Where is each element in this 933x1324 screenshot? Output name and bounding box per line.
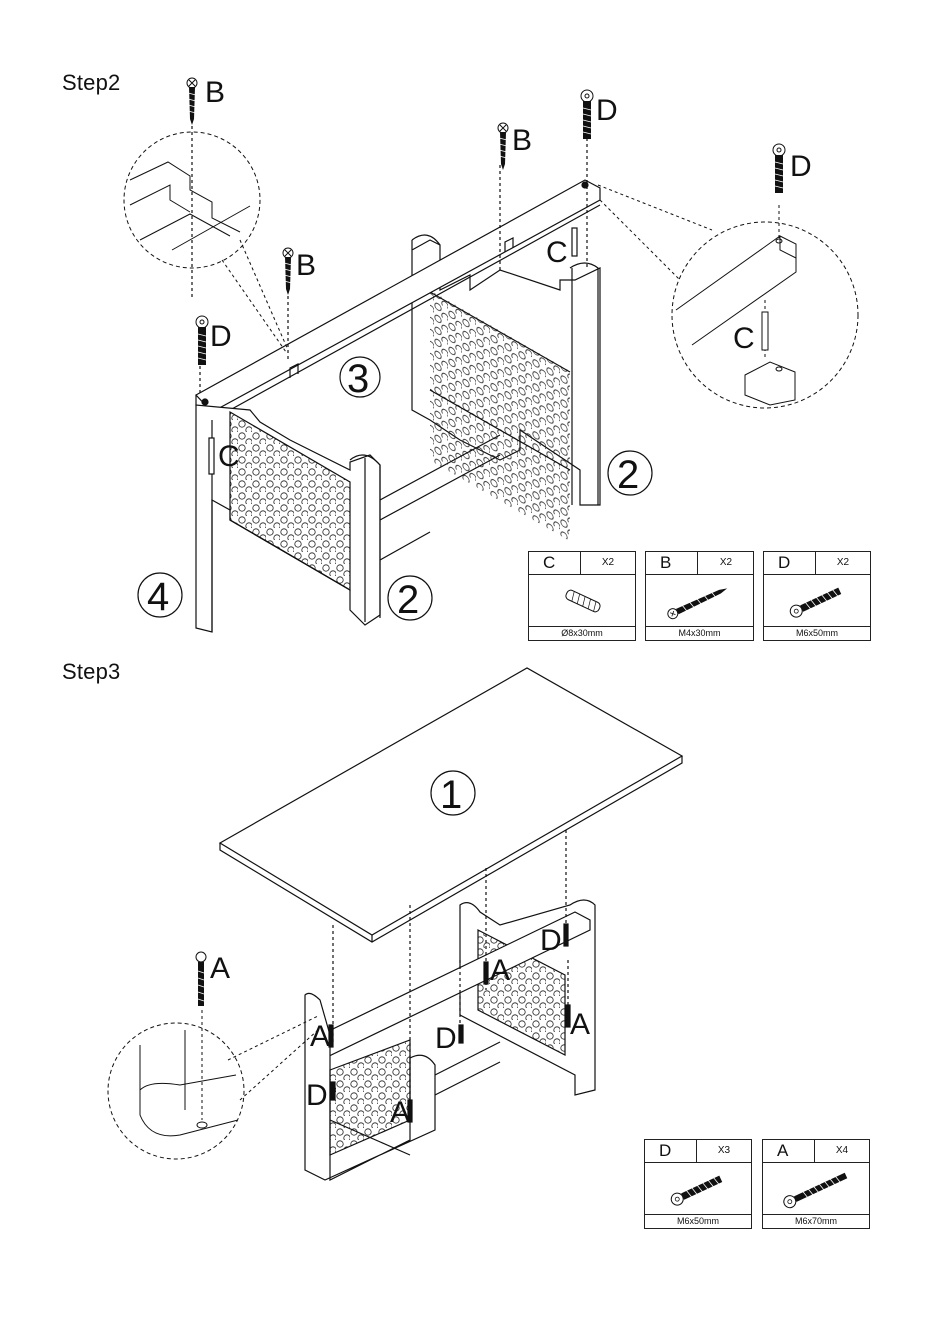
label-a: A — [210, 952, 230, 985]
label-d: D — [210, 320, 232, 353]
hardware-qty: X4 — [815, 1140, 869, 1162]
step2-title: Step2 — [62, 70, 121, 96]
svg-text:1: 1 — [440, 773, 462, 817]
hardware-letter: D — [645, 1140, 697, 1162]
screw-b-icon — [187, 78, 197, 125]
hardware-card-a: A X4 M6x70mm — [762, 1139, 870, 1229]
hardware-card-d: D X3 M6x50mm — [644, 1139, 752, 1229]
part-number-rail: 3 — [340, 357, 380, 401]
part-number-side-left: 2 — [388, 576, 432, 622]
hardware-size: M6x50mm — [764, 626, 870, 640]
bolt-icon — [764, 574, 870, 627]
label-c: C — [733, 322, 755, 355]
hardware-card-d: D X2 M6x50mm — [763, 551, 871, 641]
hardware-letter: C — [529, 552, 581, 574]
bolt-icon — [645, 1162, 751, 1215]
label-c: C — [546, 236, 568, 269]
hardware-size: M4x30mm — [646, 626, 753, 640]
label-b: B — [205, 76, 225, 109]
hardware-size: M6x70mm — [763, 1214, 869, 1228]
label-a: A — [570, 1008, 590, 1041]
wood-screw-icon — [646, 574, 753, 627]
hardware-qty: X2 — [581, 552, 635, 574]
label-b: B — [296, 249, 316, 282]
hardware-letter: A — [763, 1140, 815, 1162]
label-a: A — [390, 1096, 410, 1129]
hardware-qty: X2 — [816, 552, 870, 574]
svg-text:2: 2 — [397, 578, 419, 622]
step3-detail — [108, 1010, 318, 1159]
step2-detail-right — [598, 185, 858, 408]
label-d: D — [540, 924, 562, 957]
svg-text:2: 2 — [617, 453, 639, 497]
screw-a-icon — [196, 952, 206, 1006]
step2-detail-left — [124, 132, 288, 352]
label-a: A — [490, 954, 510, 987]
part-number-leg: 4 — [138, 573, 182, 619]
svg-text:4: 4 — [147, 575, 169, 619]
label-c: C — [218, 440, 240, 473]
part-number-side-right: 2 — [608, 451, 652, 497]
hardware-qty: X2 — [699, 552, 753, 574]
hardware-card-c: C X2 Ø8x30mm — [528, 551, 636, 641]
step3-title: Step3 — [62, 659, 121, 685]
screw-d-icon — [581, 90, 593, 139]
hardware-card-b: B X2 M4x30mm — [645, 551, 754, 641]
hardware-letter: B — [646, 552, 698, 574]
screw-d-icon — [196, 316, 208, 365]
label-d: D — [596, 94, 618, 127]
label-d: D — [790, 150, 812, 183]
screw-d-icon — [773, 144, 785, 193]
screw-b-icon — [498, 123, 508, 170]
hardware-letter: D — [764, 552, 816, 574]
svg-text:3: 3 — [347, 357, 369, 401]
dowel-icon — [529, 574, 635, 627]
long-bolt-icon — [763, 1162, 869, 1215]
label-b: B — [512, 124, 532, 157]
label-d: D — [306, 1079, 328, 1112]
label-a: A — [310, 1020, 330, 1053]
hardware-size: M6x50mm — [645, 1214, 751, 1228]
hardware-size: Ø8x30mm — [529, 626, 635, 640]
hardware-qty: X3 — [697, 1140, 751, 1162]
label-d: D — [435, 1022, 457, 1055]
screw-b-icon — [283, 248, 293, 295]
